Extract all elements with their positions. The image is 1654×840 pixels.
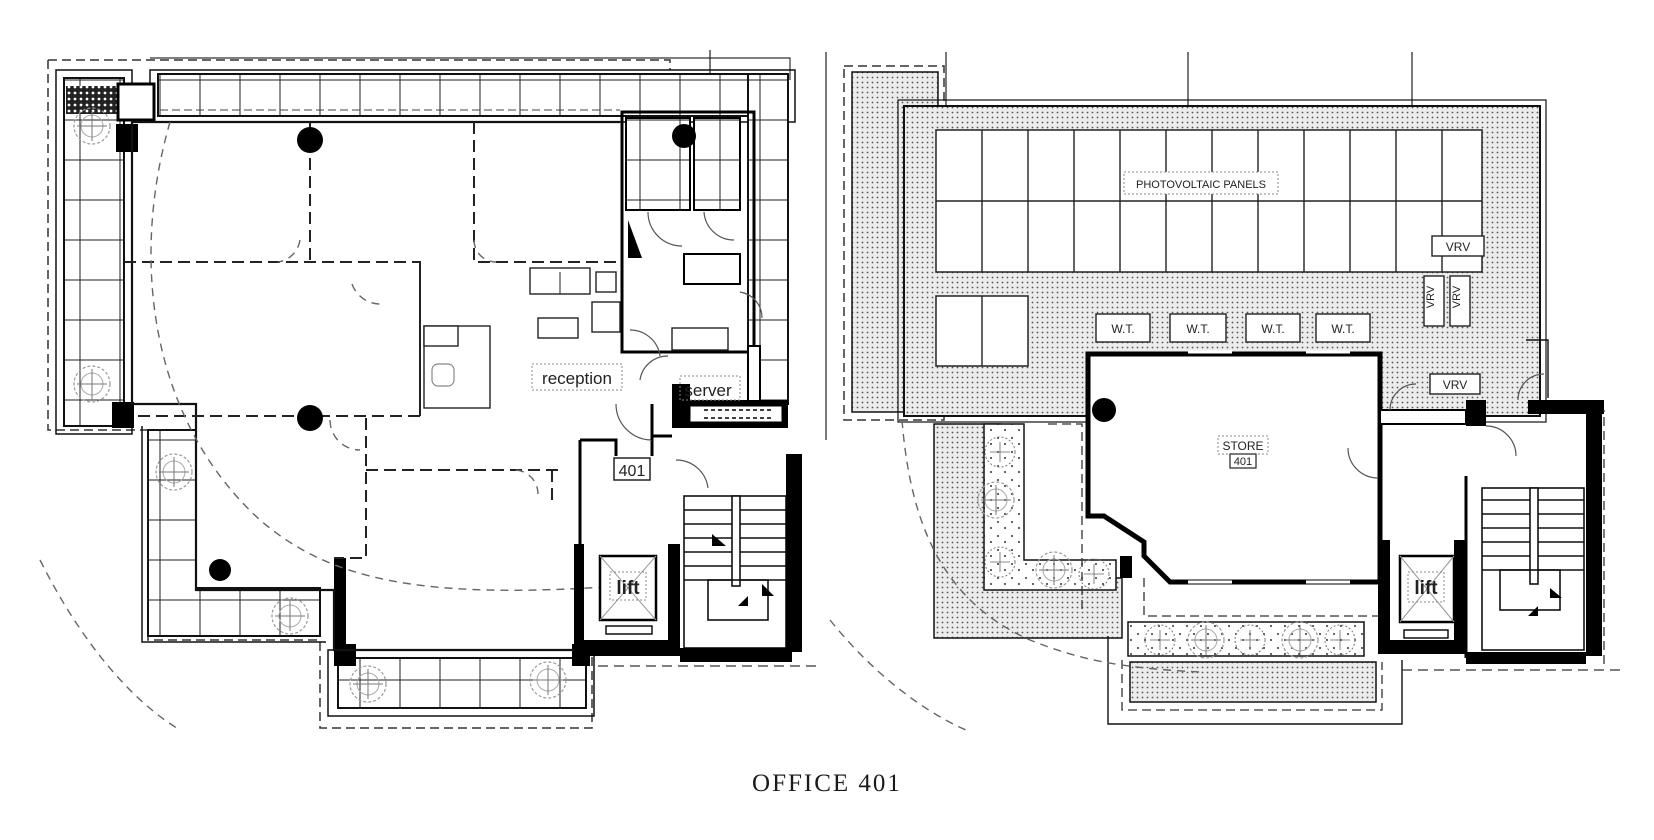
svg-text:STORE: STORE bbox=[1222, 439, 1263, 453]
vrv-unit: VRV bbox=[1449, 275, 1471, 327]
coffee-table bbox=[537, 317, 579, 339]
vrv-unit: VRV bbox=[1431, 235, 1485, 257]
photovoltaic-panels: PHOTOVOLTAIC PANELS bbox=[935, 129, 1483, 367]
office-floor-plan: reception server 401 lift bbox=[39, 50, 818, 731]
outer-boundary-dashed bbox=[47, 59, 671, 729]
vrv-unit: VRV bbox=[1429, 373, 1481, 395]
interior-outline bbox=[130, 122, 590, 652]
svg-text:401: 401 bbox=[1234, 456, 1252, 468]
terrace-west bbox=[63, 77, 125, 427]
vrv-unit: VRV bbox=[1423, 275, 1445, 327]
svg-text:server: server bbox=[684, 381, 732, 400]
column bbox=[297, 405, 323, 431]
svg-text:W.T.: W.T. bbox=[1261, 322, 1284, 336]
room-label-store: STORE 401 bbox=[1217, 435, 1269, 469]
room-label-reception: reception bbox=[531, 363, 623, 391]
drawing-title: OFFICE 401 bbox=[752, 770, 902, 797]
svg-text:VRV: VRV bbox=[1443, 378, 1467, 392]
svg-text:401: 401 bbox=[619, 463, 646, 480]
lift-label: lift bbox=[609, 571, 647, 601]
room-label-server: server bbox=[679, 375, 741, 401]
svg-text:PHOTOVOLTAIC PANELS: PHOTOVOLTAIC PANELS bbox=[1136, 179, 1266, 191]
svg-text:W.T.: W.T. bbox=[1111, 322, 1134, 336]
partition-lines bbox=[124, 122, 618, 559]
water-tank: W.T. bbox=[1245, 313, 1301, 343]
svg-text:lift: lift bbox=[616, 578, 640, 599]
roof-plan: PHOTOVOLTAIC PANELS VRV VRV VRV VRV W.T.… bbox=[825, 52, 1624, 731]
svg-text:W.T.: W.T. bbox=[1186, 322, 1209, 336]
column bbox=[209, 559, 231, 581]
water-tank: W.T. bbox=[1169, 313, 1227, 343]
water-tank: W.T. bbox=[1315, 313, 1371, 343]
column bbox=[297, 127, 323, 153]
stair bbox=[1481, 487, 1585, 651]
column bbox=[1092, 398, 1116, 422]
svg-text:VRV: VRV bbox=[1451, 285, 1463, 308]
svg-text:VRV: VRV bbox=[1425, 285, 1437, 308]
water-tank: W.T. bbox=[1095, 313, 1151, 343]
stair bbox=[683, 495, 787, 649]
gravel-bed bbox=[66, 86, 120, 114]
svg-text:lift: lift bbox=[1414, 578, 1438, 599]
svg-text:VRV: VRV bbox=[1446, 240, 1470, 254]
lift-label: lift bbox=[1407, 571, 1445, 603]
svg-text:reception: reception bbox=[542, 369, 612, 388]
svg-text:W.T.: W.T. bbox=[1331, 322, 1354, 336]
unit-number-label: 401 bbox=[613, 457, 651, 481]
